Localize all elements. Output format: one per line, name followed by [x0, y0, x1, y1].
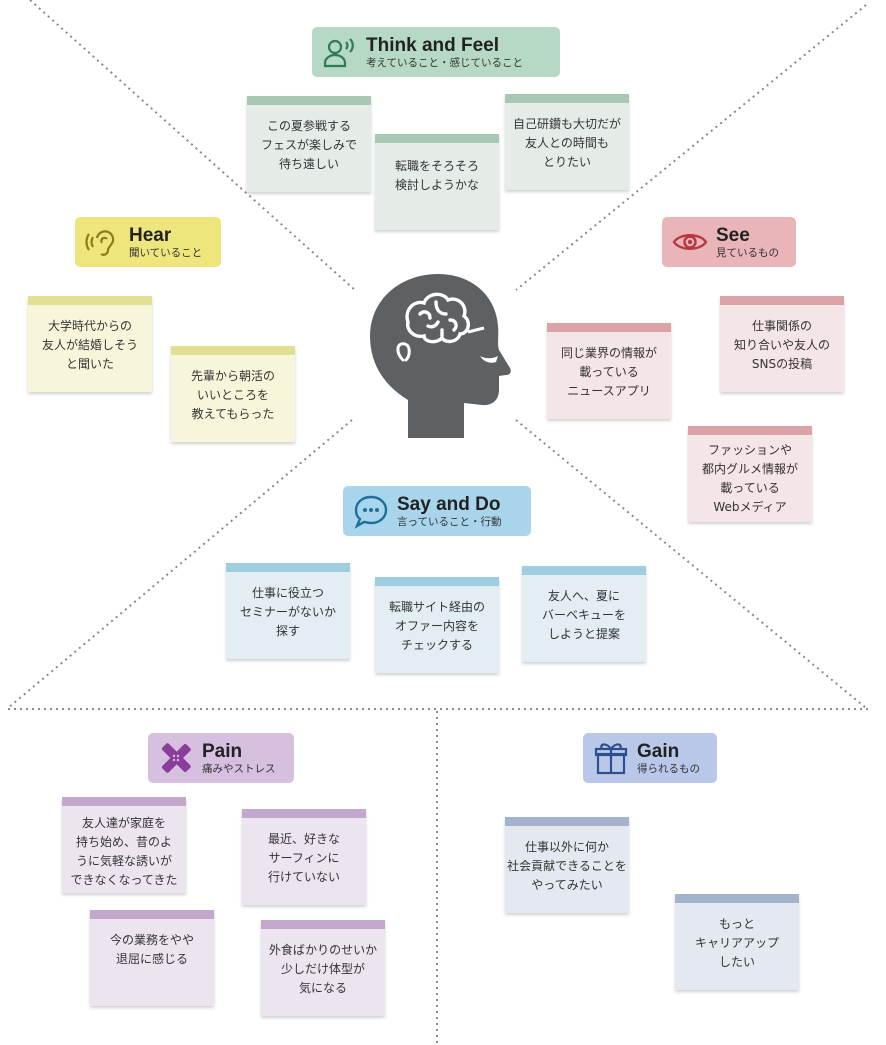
gain-note-2: もっと キャリアアップ したい: [675, 894, 799, 990]
pain-note-2: 最近、好きな サーフィンに 行けていない: [242, 809, 366, 905]
see-label: See 見ているもの: [662, 217, 796, 267]
bandage-cross-icon: [156, 738, 196, 778]
divider-mid-left: [7, 419, 353, 709]
think-and-feel-label: Think and Feel 考えていること・感じていること: [312, 27, 560, 77]
eye-icon: [670, 222, 710, 262]
see-subtitle: 見ているもの: [716, 246, 779, 259]
pain-note-4: 外食ばかりのせいか 少しだけ体型が 気になる: [261, 920, 385, 1016]
hear-note-1: 大学時代からの 友人が結婚しそう と聞いた: [28, 296, 152, 392]
think-title: Think and Feel: [366, 35, 500, 57]
head-brain-icon: [368, 270, 513, 440]
say-note-3: 友人へ、夏に バーベキューを しようと提案: [522, 566, 646, 662]
hear-label: Hear 聞いていること: [75, 217, 221, 267]
see-note-1: 同じ業界の情報が 載っている ニュースアプリ: [547, 323, 671, 419]
see-note-2: 仕事関係の 知り合いや友人の SNSの投稿: [720, 296, 844, 392]
gain-note-1: 仕事以外に何か 社会貢献できることを やってみたい: [505, 817, 629, 913]
say-title: Say and Do: [397, 494, 501, 516]
see-title: See: [716, 225, 750, 247]
hear-note-2: 先輩から朝活の いいところを 教えてもらった: [171, 346, 295, 442]
pain-note-3: 今の業務をやや 退屈に感じる: [90, 910, 214, 1006]
ear-icon: [83, 222, 123, 262]
gift-icon: [591, 738, 631, 778]
think-note-3: 自己研鑽も大切だが 友人との時間も とりたい: [505, 94, 629, 190]
hear-title: Hear: [129, 225, 172, 247]
gain-label: Gain 得られるもの: [583, 733, 717, 783]
gain-title: Gain: [637, 741, 680, 763]
pain-note-1: 友人達が家庭を 持ち始め、昔のよ うに気軽な誘いが できなくなってきた: [62, 797, 186, 893]
think-note-2: 転職をそろそろ 検討しようかな: [375, 134, 499, 230]
think-subtitle: 考えていること・感じていること: [366, 56, 523, 69]
pain-title: Pain: [202, 741, 243, 763]
say-and-do-label: Say and Do 言っていること・行動: [343, 486, 531, 536]
divider-top-left: [29, 0, 356, 291]
person-signal-icon: [320, 32, 360, 72]
speech-bubble-icon: [351, 491, 391, 531]
hear-subtitle: 聞いていること: [129, 246, 203, 259]
say-note-1: 仕事に役立つ セミナーがないか 探す: [226, 563, 350, 659]
say-note-2: 転職サイト経由の オファー内容を チェックする: [375, 577, 499, 673]
pain-subtitle: 痛みやストレス: [202, 762, 276, 775]
say-subtitle: 言っていること・行動: [397, 515, 502, 528]
think-note-1: この夏参戦する フェスが楽しみで 待ち遠しい: [247, 96, 371, 192]
gain-subtitle: 得られるもの: [637, 762, 700, 775]
pain-label: Pain 痛みやストレス: [148, 733, 294, 783]
see-note-3: ファッションや 都内グルメ情報が 載っている Webメディア: [688, 426, 812, 522]
